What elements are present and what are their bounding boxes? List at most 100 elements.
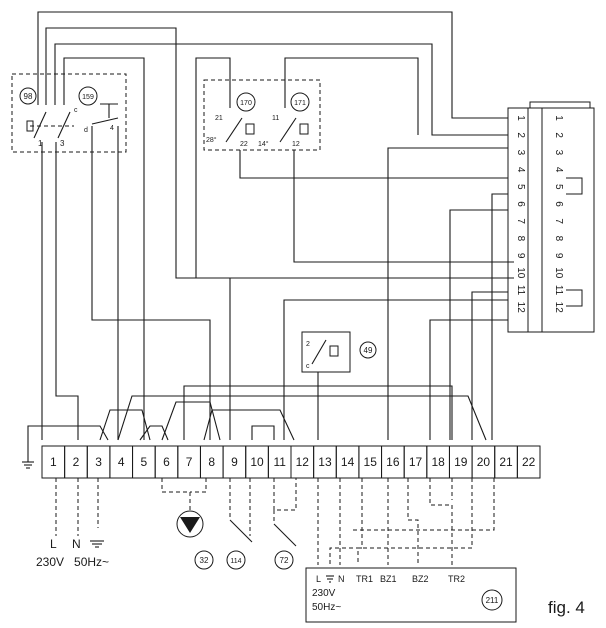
- module-211-spec-1: 230V: [312, 588, 336, 599]
- badge-98-label: 98: [24, 92, 33, 101]
- badge-49-label: 49: [364, 346, 373, 355]
- connector-pin-right: 4: [553, 167, 564, 173]
- wire-159-d: [91, 126, 211, 440]
- mains-spec: 230V 50Hz~: [36, 555, 109, 569]
- wire-mains-n: [55, 142, 79, 440]
- terminal-label: 3: [95, 455, 102, 469]
- wire-bus-5: [203, 409, 295, 441]
- connector-pin-right: 7: [553, 218, 564, 224]
- badge-170-label: 170: [240, 100, 252, 107]
- connector-pin-right: 12: [553, 302, 564, 314]
- switch-159-pin-c: c: [74, 107, 78, 114]
- module-211-pin-label: TR2: [448, 574, 465, 584]
- sw49-pin-2: 2: [306, 341, 310, 348]
- wire-top-2: [45, 27, 231, 440]
- sw170-pin-22: 22: [240, 141, 248, 148]
- terminal-label: 9: [231, 455, 238, 469]
- connector-pin-left: 2: [515, 132, 526, 138]
- wire-conn-5: [491, 193, 508, 440]
- sw171-pin-12: 12: [292, 141, 300, 148]
- connector-body: [507, 107, 595, 333]
- badge-49: [359, 341, 377, 359]
- wire-earth: [27, 425, 109, 456]
- sw49-pin-c: c: [306, 363, 310, 370]
- wire-170-21: [195, 57, 514, 279]
- badge-159-label: 159: [82, 94, 94, 101]
- box-98-159: [11, 73, 127, 153]
- wire-171-11: [284, 57, 419, 135]
- sw170-temp-14: 14°: [258, 140, 269, 148]
- badge-211-label: 211: [486, 596, 499, 605]
- sw171-pin-11: 11: [272, 115, 279, 122]
- connector-pin-right: 8: [553, 236, 564, 242]
- badge-72: [274, 550, 294, 570]
- wire-conn-12: [429, 319, 508, 440]
- dash-114: [229, 478, 251, 536]
- module-211-pin-label: N: [338, 574, 345, 584]
- badge-170: [236, 92, 256, 112]
- terminal-label: 1: [50, 455, 57, 469]
- component-170-171: 170 171 21 22 28° 14° 11 12: [203, 79, 321, 151]
- wire-conn-10: [471, 291, 508, 440]
- badge-32-label: 32: [200, 556, 209, 565]
- module-211-pin-label: L: [316, 574, 321, 584]
- dash-pump: [161, 478, 207, 510]
- box-49: [301, 331, 351, 373]
- connector-pin-right: 9: [553, 253, 564, 259]
- terminal-label: 8: [208, 455, 215, 469]
- wire-conn-2: [387, 147, 508, 440]
- component-98-159: 98 159 1 3 c 4 d: [11, 73, 127, 153]
- terminal-label: 20: [477, 455, 491, 469]
- module-211-spec-2: 50Hz~: [312, 602, 341, 613]
- wire-top-4: [63, 57, 145, 440]
- switch-98-pole-2: [57, 111, 71, 139]
- connector-pin-right: 2: [553, 132, 564, 138]
- dash-211-bz2: [407, 478, 419, 565]
- terminal-label: 13: [318, 455, 332, 469]
- connector-pin-left: 6: [515, 201, 526, 207]
- badge-171: [290, 92, 310, 112]
- connector-pin-left: 5: [515, 184, 526, 190]
- dash-211-tr2: [429, 478, 453, 565]
- wire-bus-1: [117, 395, 487, 441]
- connector-pin-left: 10: [515, 267, 526, 279]
- wire-bus-7: [251, 425, 275, 440]
- wire-top-1: [37, 11, 508, 119]
- terminal-label: 5: [141, 455, 148, 469]
- switch-159-pin-4: 4: [110, 125, 114, 132]
- module-211-pin-label: TR1: [356, 574, 373, 584]
- badge-159: [78, 86, 98, 106]
- mains-n-label: N: [72, 537, 81, 551]
- wiring: [27, 11, 514, 456]
- terminal-label: 7: [186, 455, 193, 469]
- badge-98: [19, 87, 37, 105]
- dash-211-tr1: [357, 478, 363, 565]
- mains-earth-icon: [90, 540, 104, 548]
- figure-label: fig. 4: [548, 598, 585, 617]
- terminal-label: 19: [454, 455, 468, 469]
- box-211: [305, 567, 517, 623]
- terminal-label: 18: [431, 455, 445, 469]
- connector-pin-left: 11: [515, 285, 526, 296]
- wire-bus-3: [161, 401, 221, 441]
- pump-32: 32: [176, 510, 214, 570]
- mains-supply: L N 230V 50Hz~: [36, 478, 109, 569]
- connector-pin-right: 6: [553, 201, 564, 207]
- wire-top-3: [54, 43, 508, 136]
- contact-114: 114: [226, 519, 253, 570]
- connector-pin-left: 4: [515, 167, 526, 173]
- connector-pin-left: 8: [515, 236, 526, 242]
- connector-pin-right: 1: [553, 115, 564, 121]
- wire-171-12: [293, 150, 514, 263]
- terminal-label: 6: [163, 455, 170, 469]
- connector-pin-left: 3: [515, 150, 526, 156]
- terminal-label: 17: [409, 455, 423, 469]
- module-211-pin-label: BZ2: [412, 574, 429, 584]
- terminal-label: 11: [273, 455, 286, 469]
- terminal-label: 14: [341, 455, 355, 469]
- sw170-temp-28: 28°: [206, 136, 217, 144]
